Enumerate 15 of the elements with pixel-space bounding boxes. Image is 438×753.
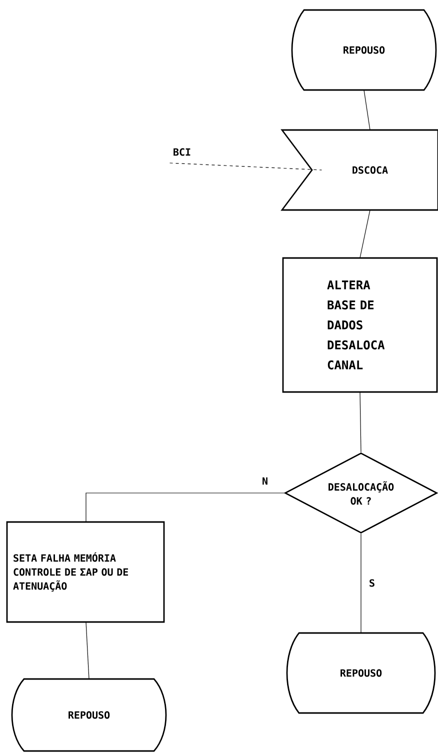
connector — [86, 492, 285, 522]
edge-label: S — [368, 578, 376, 588]
input-signal-box: DSCOCA — [280, 129, 438, 211]
state-terminal: REPOUSO — [11, 678, 167, 752]
connector — [360, 210, 370, 258]
process-box: ALTERA BASE DE DADOS DESALOCA CANAL — [282, 257, 438, 393]
connector — [364, 90, 370, 130]
connector — [360, 533, 362, 634]
state-terminal: REPOUSO — [291, 9, 437, 91]
connector — [360, 392, 362, 453]
edge-label: N — [260, 476, 269, 486]
signal-name: BCI — [174, 148, 190, 156]
connector — [86, 622, 90, 680]
process-box: SETA FALHA MEMÓRIA CONTROLE DE ΣAP OU DE ATENUAÇÃO — [6, 521, 165, 623]
state-terminal: REPOUSO — [286, 632, 436, 714]
